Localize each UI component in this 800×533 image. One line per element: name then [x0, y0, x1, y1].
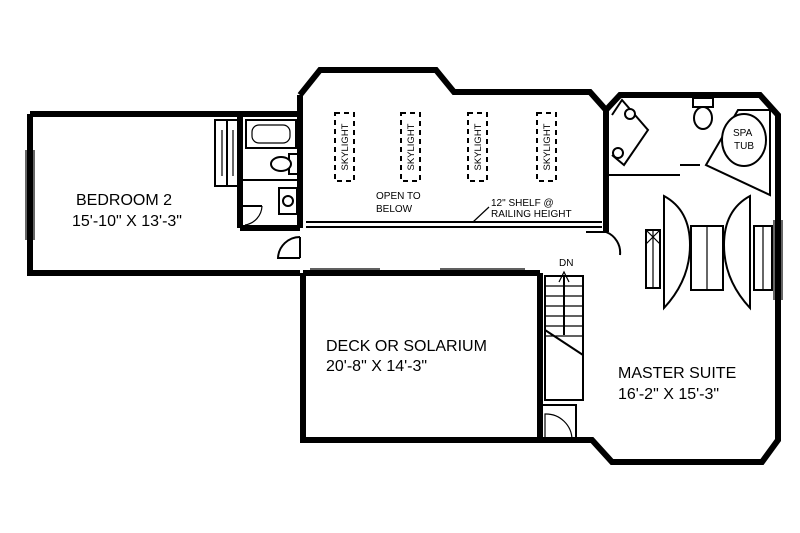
master-closet-doors: [645, 194, 773, 311]
master-suite-name: MASTER SUITE: [618, 365, 736, 382]
bedroom-2-name: BEDROOM 2: [76, 192, 172, 209]
stair: [544, 270, 584, 401]
skylight-label-4: SKYLIGHT: [542, 123, 553, 170]
bath-2-door: [243, 205, 263, 226]
stair-closet: [541, 404, 577, 441]
master-vanity: [611, 98, 650, 167]
stair-down-label: DN: [559, 258, 573, 269]
skylight-2: [400, 112, 421, 182]
bedroom-2-closet: [214, 119, 240, 187]
master-window: [773, 220, 783, 300]
spa-tub-label-line2: TUB: [734, 141, 754, 152]
hall-walls: [276, 231, 622, 259]
master-sink-1: [624, 108, 636, 120]
shelf-note-line1: 12" SHELF @: [491, 198, 554, 209]
open-to-below-line2: BELOW: [376, 204, 413, 215]
bath-2-toilet: [270, 153, 299, 175]
master-toilet: [693, 106, 713, 130]
skylight-1: [334, 112, 355, 182]
master-suite-dims: 16'-2" X 15'-3": [618, 386, 719, 403]
master-bath-fixtures: [611, 97, 771, 197]
master-sink-2: [612, 147, 624, 159]
bath-2-sink: [278, 187, 298, 215]
spa-tub-label-line1: SPA: [733, 128, 753, 139]
skylight-3: [467, 112, 488, 182]
master-toilet-tank: [692, 97, 714, 108]
skylight-4: [536, 112, 557, 182]
skylights-group: SKYLIGHT SKYLIGHT SKYLIGHT SKYLIGHT: [334, 112, 557, 182]
open-to-below-line1: OPEN TO: [376, 191, 421, 202]
shelf-note-line2: RAILING HEIGHT: [491, 209, 572, 220]
bedroom-2-dims: 15'-10" X 13'-3": [72, 213, 182, 230]
master-suite-walls: [540, 92, 781, 465]
skylight-label-2: SKYLIGHT: [406, 123, 417, 170]
deck-walls: [300, 270, 543, 443]
shelf-leader-line: [472, 206, 490, 223]
bedroom-2-window: [25, 150, 35, 240]
deck-dims: 20'-8" X 14'-3": [326, 358, 427, 375]
bath-2-tub: [245, 119, 297, 149]
spa-tub: [721, 113, 767, 167]
skylight-label-1: SKYLIGHT: [340, 123, 351, 170]
deck-name: DECK OR SOLARIUM: [326, 338, 487, 355]
skylight-label-3: SKYLIGHT: [473, 123, 484, 170]
